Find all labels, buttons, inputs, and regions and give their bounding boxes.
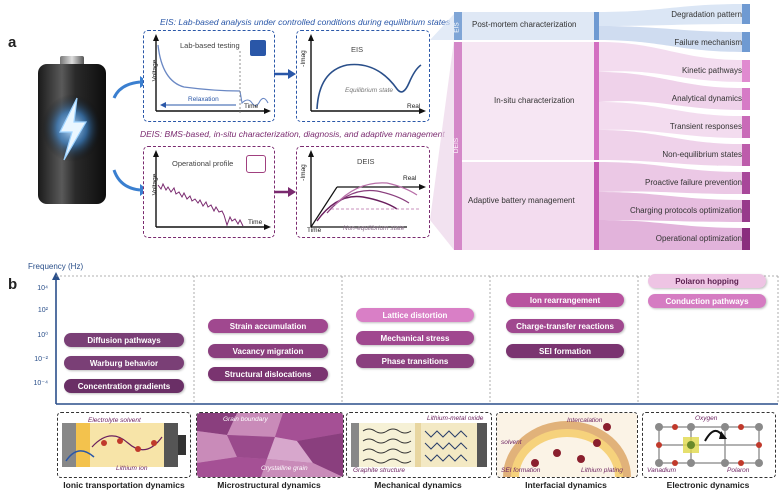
sankey-right-0: Degradation pattern (671, 10, 742, 19)
ytick-0: 10⁴ (37, 285, 48, 292)
relaxation-label: Relaxation (188, 96, 219, 103)
ytick-1: 10² (37, 307, 48, 314)
eis-banner: EIS: Lab-based analysis under controlled… (160, 17, 451, 27)
pill-phase-transitions: Phase transitions (356, 354, 474, 368)
inset-micro-bottom: Crystalline grain (261, 465, 308, 472)
inset-mechanical: Lithium-metal oxide Graphite structure (346, 412, 492, 478)
inset-inter-bl: SEI formation (501, 467, 541, 474)
pill-lattice-distortion: Lattice distortion (356, 308, 474, 322)
pill-polaron-hopping: Polaron hopping (648, 274, 766, 288)
lab-title: Lab-based testing (180, 41, 240, 50)
pill-mechanical-stress: Mechanical stress (356, 331, 474, 345)
lab-ylabel: Voltage (151, 59, 159, 82)
category-interfacial: Interfacial dynamics (525, 480, 607, 490)
battery-icon (30, 50, 114, 210)
sankey-right-2: Kinetic pathways (681, 66, 742, 75)
operational-profile-box: Operational profile Voltage Time (143, 146, 275, 238)
pill-conduction-pathways: Conduction pathways (648, 294, 766, 308)
sankey-right-7: Charging protocols optimization (629, 206, 742, 215)
eis-box: EIS -Imag Real Equilibrium state (296, 30, 430, 122)
deis-banner: DEIS: BMS-based, in-situ characterizatio… (140, 129, 445, 139)
sankey-flows (430, 4, 750, 250)
inset-microstructural: Grain boundary Crystalline grain (196, 412, 344, 478)
inset-interfacial: Intercalation solvent SEI formation Lith… (496, 412, 638, 478)
inset-mech-bottom: Graphite structure (353, 467, 406, 474)
pill-ion-rearrangement: Ion rearrangement (506, 293, 624, 307)
sankey-left-2: Adaptive battery management (468, 196, 575, 205)
lab-to-eis-arrow (274, 69, 296, 79)
panel-a-label: a (8, 34, 17, 51)
sankey-right-4: Transient responses (669, 122, 742, 131)
sankey-left-1: In-situ characterization (494, 96, 575, 105)
sankey-right-8: Operational optimization (655, 234, 742, 243)
sankey-deis-tag: DEIS (453, 137, 461, 153)
sankey-right-6: Proactive failure prevention (645, 178, 742, 187)
sankey-left-0: Post-mortem characterization (472, 20, 577, 29)
sankey-right-5: Non-equilibrium states (662, 150, 742, 159)
pill-concentration-gradients: Concentration gradients (64, 379, 184, 393)
inset-elec-bl: Vanadium (647, 467, 677, 474)
lab-testing-box: Lab-based testing Voltage Time Relaxatio… (143, 30, 275, 122)
op-xlabel: Time (248, 219, 263, 226)
op-ylabel: Voltage (151, 173, 159, 196)
frequency-axis-label: Frequency (Hz) (28, 262, 84, 271)
pill-warburg-behavior: Warburg behavior (64, 356, 184, 370)
inset-mech-top: Lithium-metal oxide (427, 415, 484, 422)
category-mechanical: Mechanical dynamics (374, 480, 462, 490)
ytick-3: 10⁻² (34, 356, 48, 363)
pill-sei-formation: SEI formation (506, 344, 624, 358)
inset-elec-br: Polaron (727, 467, 750, 474)
inset-ionic-top: Electrolyte solvent (88, 417, 141, 424)
pill-diffusion-pathways: Diffusion pathways (64, 333, 184, 347)
inset-elec-top: Oxygen (695, 415, 718, 422)
eis-state: Equilibrium state (345, 87, 394, 94)
deis-state: Non-equilibrium state (343, 225, 405, 232)
inset-micro-top: Grain boundary (223, 416, 268, 423)
op-to-deis-arrow (274, 187, 296, 197)
category-microstructural: Microstructural dynamics (217, 480, 321, 490)
sankey-right-1: Failure mechanism (674, 38, 742, 47)
bms-icon (246, 155, 266, 173)
flask-icon (250, 40, 266, 56)
inset-electronic: Oxygen Vanadium Polaron (642, 412, 776, 478)
eis-title: EIS (351, 45, 364, 54)
inset-inter-top: Intercalation (567, 417, 603, 424)
sankey-eis-tag: EIS (453, 21, 461, 33)
category-electronic: Electronic dynamics (666, 480, 750, 490)
lab-xlabel: Time (244, 103, 259, 110)
deis-box: DEIS -Imag Time Real Non-equilibrium sta… (296, 146, 430, 238)
pill-vacancy-migration: Vacancy migration (208, 344, 328, 358)
ytick-2: 10⁰ (37, 332, 48, 339)
inset-inter-left: solvent (501, 439, 522, 446)
inset-inter-br: Lithium plating (581, 467, 623, 474)
inset-ionic: Electrolyte solvent Lithium ion (57, 412, 191, 478)
pill-structural-dislocations: Structural dislocations (208, 367, 328, 381)
op-title: Operational profile (172, 159, 234, 168)
eis-xlabel: Real (407, 103, 421, 110)
pill-charge-transfer-reactions: Charge-transfer reactions (506, 319, 624, 333)
panel-b-label: b (8, 276, 18, 293)
inset-ionic-bottom: Lithium ion (116, 465, 148, 472)
eis-ylabel: -Imag (299, 50, 307, 67)
deis-xlabel-real: Real (403, 175, 417, 182)
deis-xlabel-time: Time (307, 227, 322, 234)
sankey-right-3: Analytical dynamics (671, 94, 742, 103)
deis-title: DEIS (357, 157, 375, 166)
deis-ylabel: -Imag (299, 164, 307, 181)
pill-strain-accumulation: Strain accumulation (208, 319, 328, 333)
category-ionic: Ionic transportation dynamics (63, 480, 185, 490)
ytick-4: 10⁻⁴ (33, 380, 49, 387)
